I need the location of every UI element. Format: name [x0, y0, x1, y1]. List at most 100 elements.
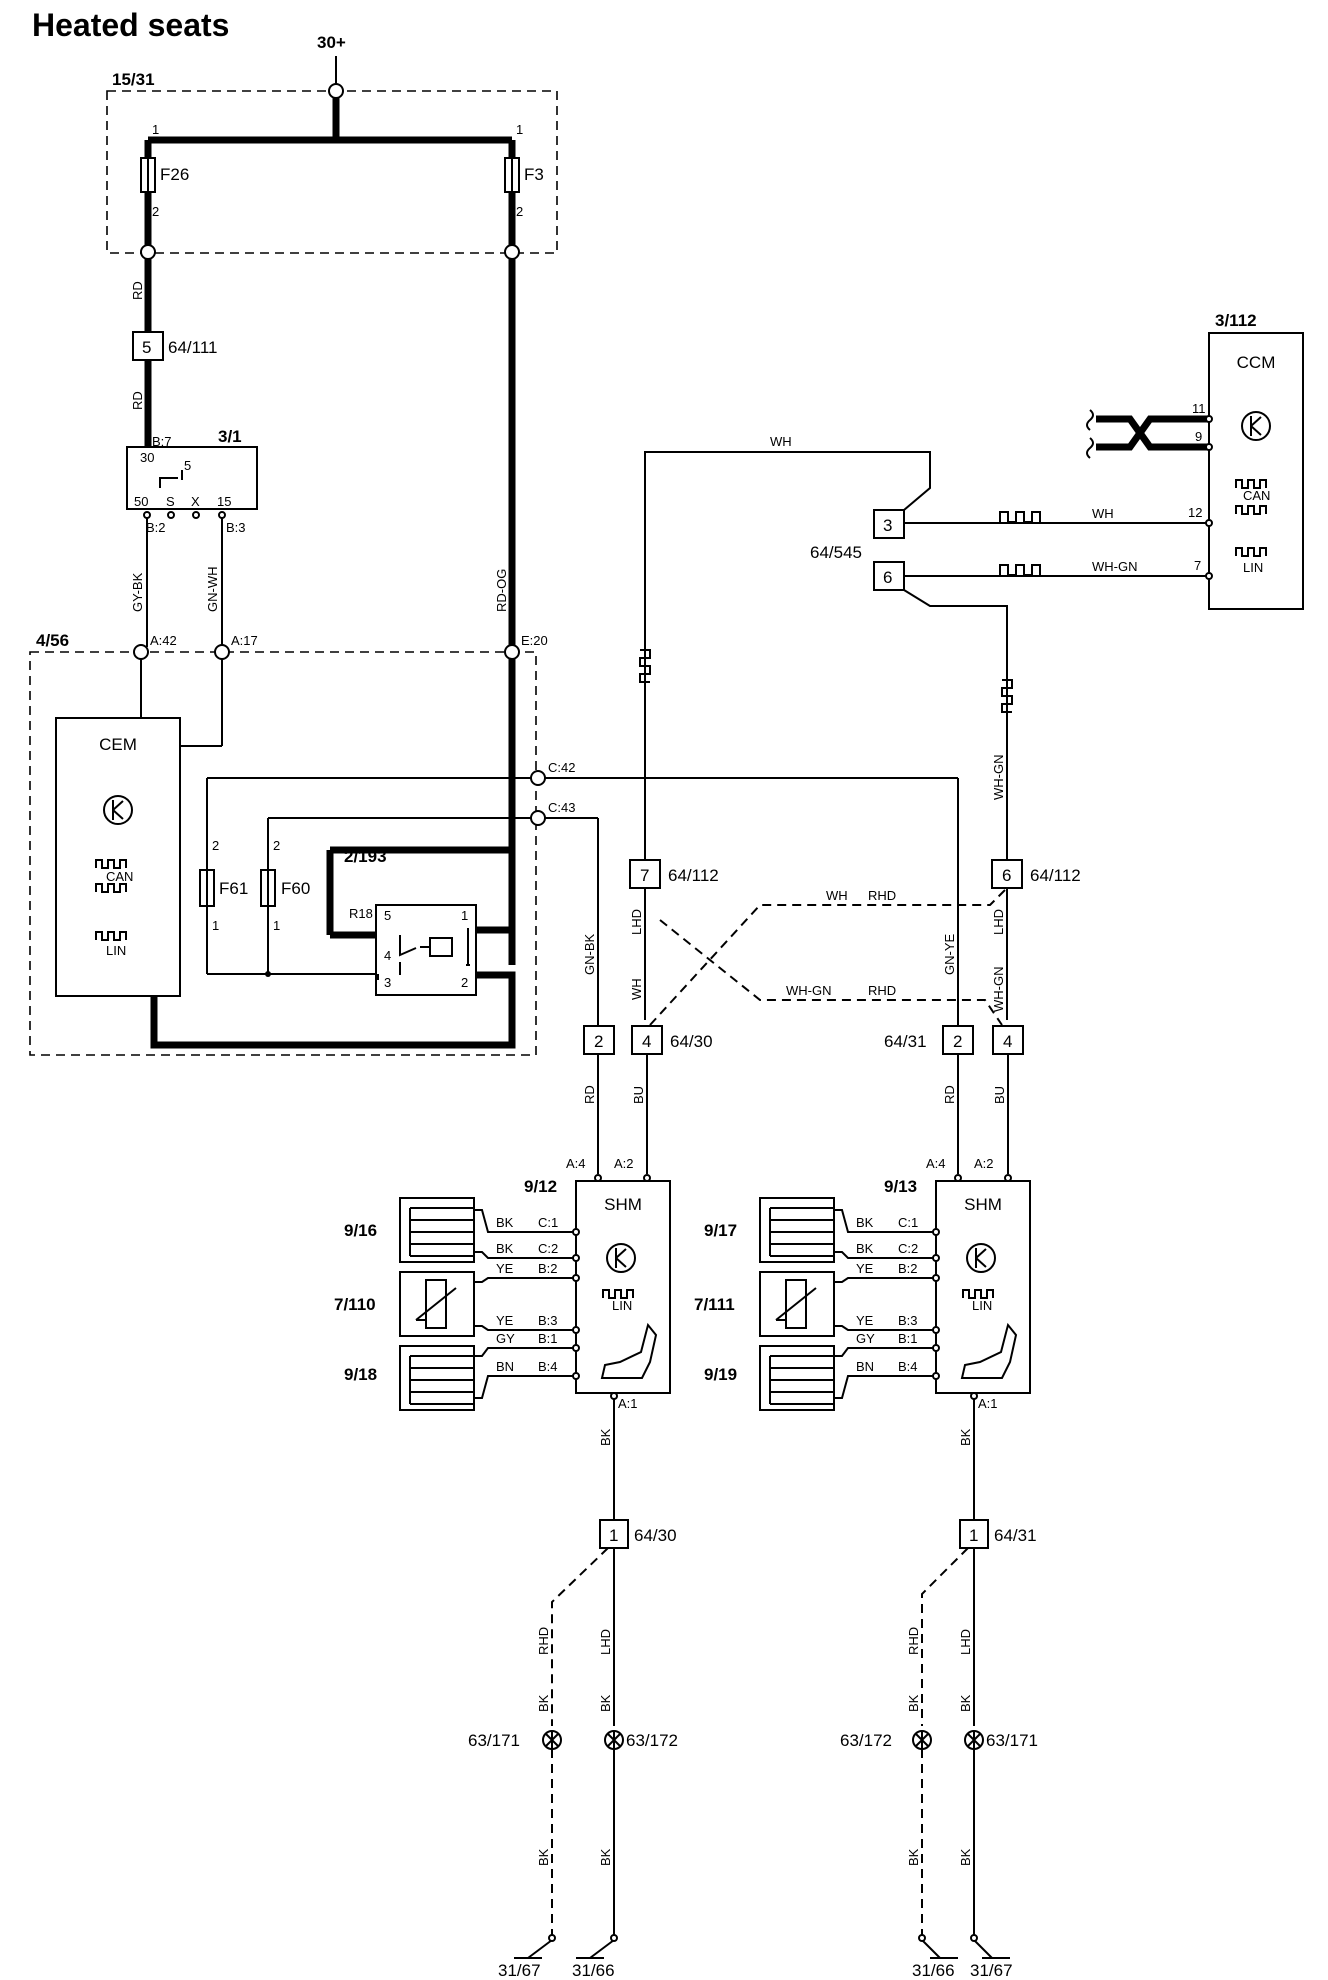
svg-text:BK: BK	[958, 1694, 973, 1712]
fuse-f61-label: F61	[219, 879, 248, 898]
node-f26-out	[140, 244, 156, 260]
svg-text:RD: RD	[582, 1085, 597, 1104]
svg-text:LHD: LHD	[629, 909, 644, 935]
cem-transistor-icon	[103, 795, 133, 825]
svg-text:63/172: 63/172	[626, 1731, 678, 1750]
svg-text:RD-OG: RD-OG	[494, 569, 509, 612]
connector-64-112-left-label: 64/112	[668, 866, 719, 885]
svg-text:B:3: B:3	[538, 1313, 558, 1328]
shm-right-ref: 9/13	[884, 1177, 917, 1196]
svg-text:B:7: B:7	[152, 434, 172, 449]
svg-text:RHD: RHD	[536, 1627, 551, 1655]
svg-text:31/66: 31/66	[912, 1961, 955, 1980]
fuse-f26-label: F26	[160, 165, 189, 184]
svg-text:WH: WH	[770, 434, 792, 449]
svg-text:6: 6	[883, 568, 892, 587]
power-label: 30+	[317, 33, 346, 52]
svg-text:5: 5	[384, 908, 391, 923]
svg-text:RD: RD	[942, 1085, 957, 1104]
shm-right-module	[935, 1180, 1031, 1394]
svg-text:X: X	[191, 494, 200, 509]
shm-right-group: 9/13 A:4 A:2 SHM LIN 9/17 7/111 9/19 BK …	[694, 1156, 1031, 1520]
ccm-can-signal-icon	[1235, 479, 1267, 489]
ccm-label: CCM	[1237, 353, 1276, 372]
svg-text:31/67: 31/67	[498, 1961, 541, 1980]
svg-text:2: 2	[212, 838, 219, 853]
svg-text:11: 11	[1192, 401, 1206, 416]
svg-text:CAN: CAN	[1243, 488, 1270, 503]
svg-text:RD: RD	[130, 281, 145, 300]
switch-symbol	[159, 470, 183, 488]
svg-text:B:2: B:2	[898, 1261, 918, 1276]
svg-text:12: 12	[1188, 505, 1202, 520]
svg-text:31/67: 31/67	[970, 1961, 1013, 1980]
shm-left-transistor-icon	[606, 1243, 636, 1273]
svg-text:LIN: LIN	[612, 1298, 632, 1313]
svg-text:A:4: A:4	[926, 1156, 946, 1171]
svg-text:YE: YE	[856, 1313, 874, 1328]
svg-text:1: 1	[969, 1526, 978, 1545]
fuse-f3-label: F3	[524, 165, 544, 184]
svg-text:YE: YE	[856, 1261, 874, 1276]
relay-switch	[399, 935, 430, 975]
connector-64-545-pin3	[873, 509, 905, 539]
svg-text:BK: BK	[536, 1694, 551, 1712]
svg-text:BK: BK	[958, 1848, 973, 1866]
svg-text:R18: R18	[349, 906, 373, 921]
svg-text:S: S	[166, 494, 175, 509]
svg-text:C:2: C:2	[898, 1241, 918, 1256]
shm-left-group: 9/12 A:4 A:2 SHM LIN 9/16 7/110 9/18 BK …	[334, 1156, 671, 1520]
svg-text:B:2: B:2	[146, 520, 166, 535]
svg-text:B:4: B:4	[538, 1359, 558, 1374]
svg-text:A:2: A:2	[614, 1156, 634, 1171]
component-9-17-label: 9/17	[704, 1221, 737, 1240]
svg-text:1: 1	[609, 1526, 618, 1545]
fuse-box-label: 15/31	[112, 70, 155, 89]
svg-text:A:42: A:42	[150, 633, 177, 648]
svg-text:BU: BU	[992, 1086, 1007, 1104]
connector-64-30-pin4	[631, 1025, 663, 1055]
svg-text:B:1: B:1	[538, 1331, 558, 1346]
svg-text:LHD: LHD	[958, 1629, 973, 1655]
svg-text:50: 50	[134, 494, 148, 509]
svg-text:GY: GY	[496, 1331, 515, 1346]
ground-switch-31-67-right	[973, 1939, 1010, 1959]
shm-left-module	[575, 1180, 671, 1394]
shm-right-label: SHM	[964, 1195, 1002, 1214]
svg-text:30: 30	[140, 450, 154, 465]
svg-text:LIN: LIN	[972, 1298, 992, 1313]
svg-text:BK: BK	[906, 1694, 921, 1712]
svg-text:BK: BK	[598, 1848, 613, 1866]
svg-text:BK: BK	[958, 1428, 973, 1446]
svg-text:5: 5	[142, 338, 151, 357]
power-node	[328, 83, 344, 99]
svg-text:WH-GN: WH-GN	[1092, 559, 1138, 574]
svg-text:YE: YE	[496, 1313, 514, 1328]
node-f3-out	[504, 244, 520, 260]
shm-left-ref: 9/12	[524, 1177, 557, 1196]
svg-text:RHD: RHD	[868, 983, 896, 998]
svg-text:WH-GN: WH-GN	[991, 967, 1006, 1013]
svg-text:15: 15	[217, 494, 231, 509]
svg-text:BK: BK	[536, 1848, 551, 1866]
fuse-f60-label: F60	[281, 879, 310, 898]
svg-text:1: 1	[152, 122, 159, 137]
svg-text:BU: BU	[631, 1086, 646, 1104]
connector-64-112-right-pin	[991, 859, 1023, 889]
svg-text:B:1: B:1	[898, 1331, 918, 1346]
relay-coil	[429, 937, 453, 957]
component-9-19-label: 9/19	[704, 1365, 737, 1384]
svg-text:6: 6	[1002, 866, 1011, 885]
svg-text:2: 2	[273, 838, 280, 853]
svg-text:2: 2	[152, 204, 159, 219]
svg-text:7: 7	[640, 866, 649, 885]
svg-text:63/171: 63/171	[468, 1731, 520, 1750]
svg-text:RD: RD	[130, 391, 145, 410]
svg-text:WH: WH	[629, 978, 644, 1000]
svg-text:LIN: LIN	[106, 943, 126, 958]
svg-text:C:1: C:1	[898, 1215, 918, 1230]
svg-text:B:2: B:2	[538, 1261, 558, 1276]
thermistor-icon-right	[775, 1287, 817, 1321]
connector-64-112-right-label: 64/112	[1030, 866, 1081, 885]
